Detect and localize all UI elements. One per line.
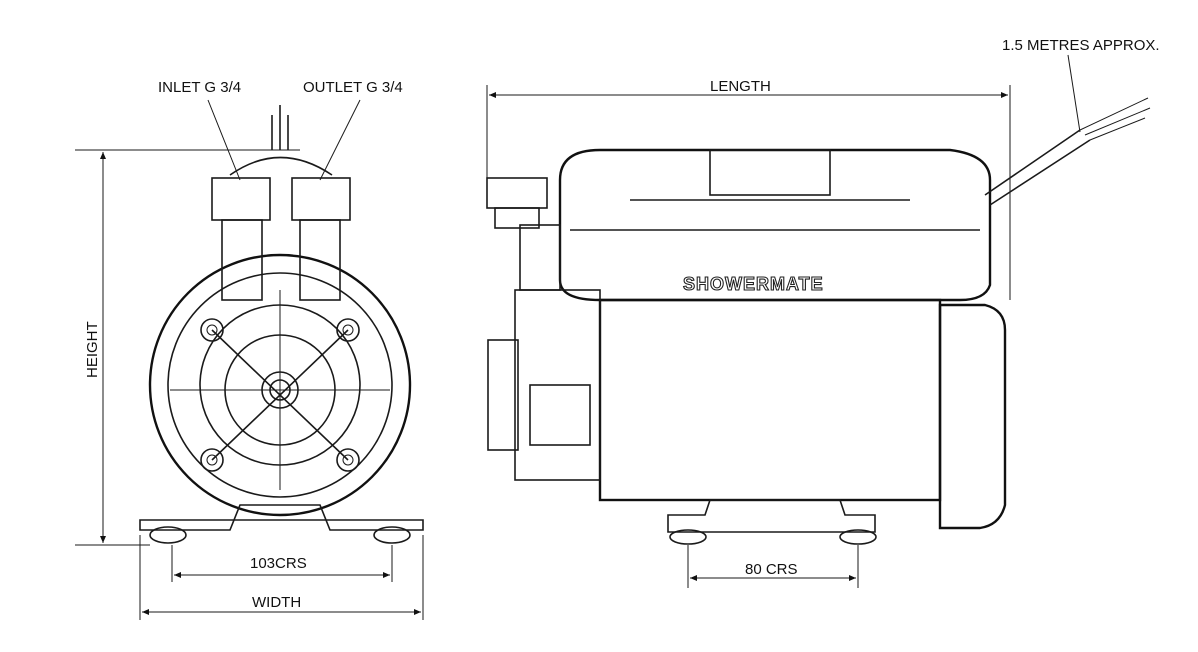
brand-logo: SHOWERMATE bbox=[683, 274, 824, 294]
length-label: LENGTH bbox=[710, 78, 771, 95]
front-view: INLET G 3/4 OUTLET G 3/4 HEIGHT 103CRS W… bbox=[75, 79, 424, 620]
screw-icon bbox=[336, 448, 360, 472]
front-crs-label: 103CRS bbox=[250, 555, 307, 572]
cable-length-label: 1.5 METRES APPROX. bbox=[1002, 37, 1160, 54]
screw-icon bbox=[200, 318, 224, 342]
width-label: WIDTH bbox=[252, 594, 301, 611]
screw-icon bbox=[200, 448, 224, 472]
side-view: SHOWERMATE 1.5 METRES APPROX. LENGTH 80 … bbox=[486, 37, 1160, 588]
side-crs-label: 80 CRS bbox=[745, 561, 798, 578]
screw-icon bbox=[336, 318, 360, 342]
height-label: HEIGHT bbox=[84, 321, 101, 378]
inlet-label: INLET G 3/4 bbox=[158, 79, 241, 96]
outlet-label: OUTLET G 3/4 bbox=[303, 79, 403, 96]
